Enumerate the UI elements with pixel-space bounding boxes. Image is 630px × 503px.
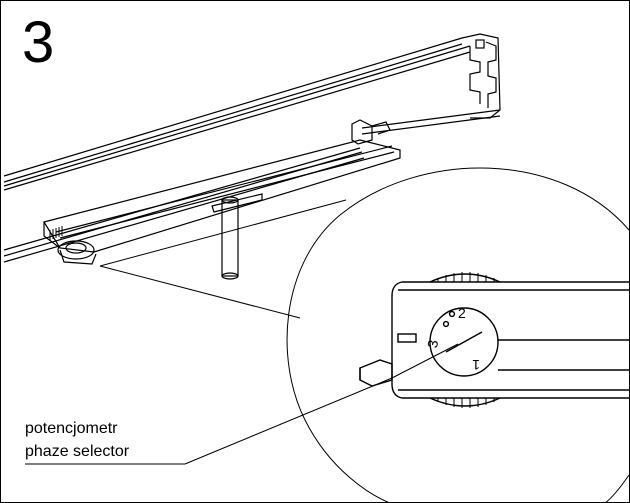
- callout-label-potentiometer: potencjometr: [25, 420, 118, 437]
- dial-label-1: 1: [472, 357, 480, 373]
- step-number: 3: [22, 10, 55, 75]
- dial-label-3: 3: [424, 338, 441, 349]
- detail-magnifier: [99, 167, 630, 503]
- callout-leader: [25, 343, 459, 465]
- callout-label-phase-selector: phaze selector: [25, 443, 130, 460]
- dial-position-marker: [442, 320, 450, 328]
- dial-detail: 2 3 1: [359, 272, 629, 408]
- track-rail: [3, 33, 501, 263]
- dial-position-marker: [448, 310, 456, 318]
- track-adapter: [43, 119, 401, 280]
- phase-dial[interactable]: [429, 307, 499, 377]
- dial-label-2: 2: [458, 305, 466, 321]
